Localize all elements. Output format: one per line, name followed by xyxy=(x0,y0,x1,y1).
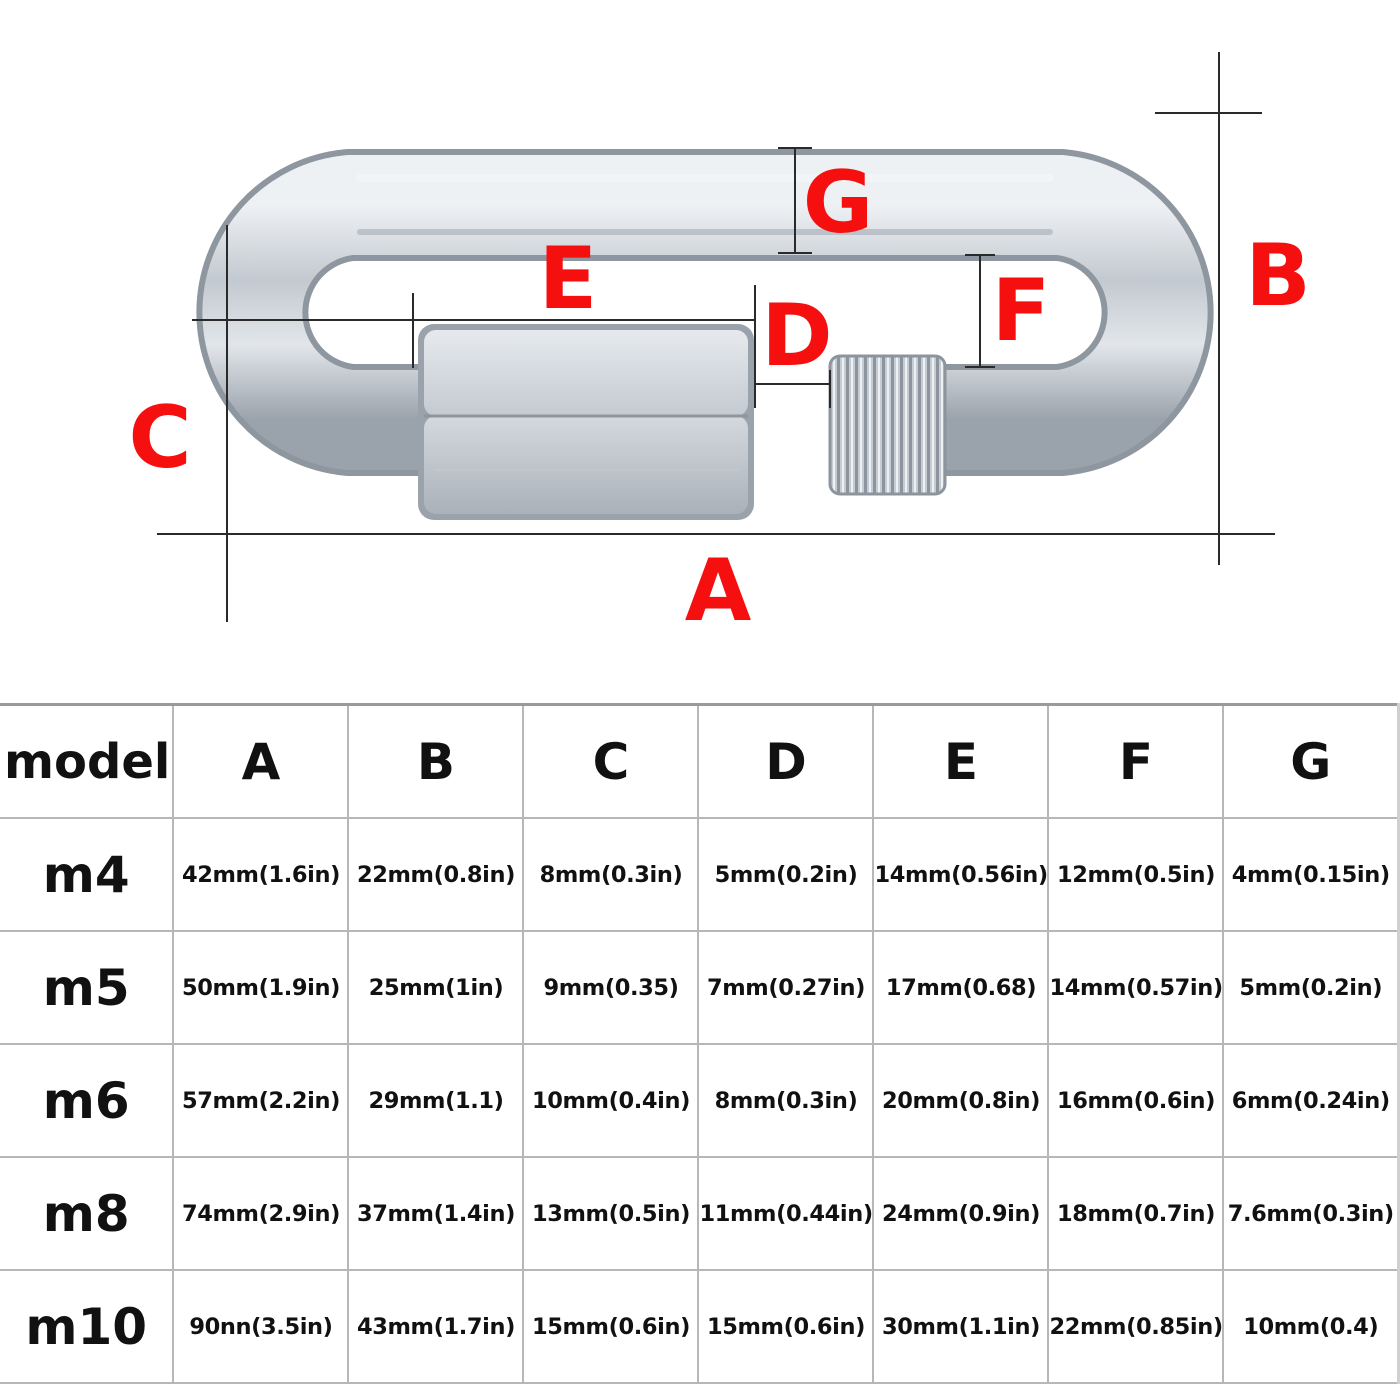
cell-b: 29mm(1.1) xyxy=(347,1043,525,1158)
cell-g: 5mm(0.2in) xyxy=(1222,930,1400,1045)
link-body xyxy=(196,149,1214,476)
model-cell: m6 xyxy=(0,1043,175,1158)
header-b: B xyxy=(347,703,525,819)
cell-e: 14mm(0.56in) xyxy=(872,817,1050,932)
cell-c: 15mm(0.6in) xyxy=(522,1269,700,1384)
dim-label-g: G xyxy=(803,153,874,253)
dim-label-d: D xyxy=(761,286,832,386)
dimension-lines xyxy=(157,52,1275,622)
cell-c: 10mm(0.4in) xyxy=(522,1043,700,1158)
model-cell: m10 xyxy=(0,1269,175,1384)
header-d: D xyxy=(697,703,875,819)
table-header-row: model A B C D E F G xyxy=(0,703,1400,819)
threaded-screw-end xyxy=(828,354,947,496)
header-e: E xyxy=(872,703,1050,819)
cell-b: 22mm(0.8in) xyxy=(347,817,525,932)
cell-a: 42mm(1.6in) xyxy=(172,817,350,932)
cell-f: 14mm(0.57in) xyxy=(1047,930,1225,1045)
dim-label-e: E xyxy=(539,229,598,329)
cell-g: 7.6mm(0.3in) xyxy=(1222,1156,1400,1271)
header-c: C xyxy=(522,703,700,819)
header-a: A xyxy=(172,703,350,819)
cell-d: 5mm(0.2in) xyxy=(697,817,875,932)
cell-f: 16mm(0.6in) xyxy=(1047,1043,1225,1158)
cell-a: 74mm(2.9in) xyxy=(172,1156,350,1271)
cell-g: 4mm(0.15in) xyxy=(1222,817,1400,932)
dim-label-f: F xyxy=(992,261,1051,361)
dim-label-c: C xyxy=(128,388,191,488)
model-cell: m8 xyxy=(0,1156,175,1271)
cell-g: 6mm(0.24in) xyxy=(1222,1043,1400,1158)
model-cell: m5 xyxy=(0,930,175,1045)
cell-d: 7mm(0.27in) xyxy=(697,930,875,1045)
quick-link-diagram: G E D F B C A xyxy=(128,52,1311,641)
hex-nut-sleeve xyxy=(418,324,754,520)
cell-a: 50mm(1.9in) xyxy=(172,930,350,1045)
cell-f: 12mm(0.5in) xyxy=(1047,817,1225,932)
cell-d: 11mm(0.44in) xyxy=(697,1156,875,1271)
cell-c: 9mm(0.35) xyxy=(522,930,700,1045)
dim-label-b: B xyxy=(1245,226,1311,326)
header-f: F xyxy=(1047,703,1225,819)
cell-e: 30mm(1.1in) xyxy=(872,1269,1050,1384)
cell-b: 25mm(1in) xyxy=(347,930,525,1045)
cell-a: 57mm(2.2in) xyxy=(172,1043,350,1158)
header-model: model xyxy=(0,703,175,819)
cell-d: 8mm(0.3in) xyxy=(697,1043,875,1158)
cell-b: 43mm(1.7in) xyxy=(347,1269,525,1384)
model-cell: m4 xyxy=(0,817,175,932)
cell-d: 15mm(0.6in) xyxy=(697,1269,875,1384)
cell-g: 10mm(0.4) xyxy=(1222,1269,1400,1384)
cell-f: 18mm(0.7in) xyxy=(1047,1156,1225,1271)
dim-label-a: A xyxy=(685,541,752,641)
cell-e: 24mm(0.9in) xyxy=(872,1156,1050,1271)
cell-c: 13mm(0.5in) xyxy=(522,1156,700,1271)
cell-a: 90nn(3.5in) xyxy=(172,1269,350,1384)
header-g: G xyxy=(1222,703,1400,819)
cell-e: 17mm(0.68) xyxy=(872,930,1050,1045)
cell-b: 37mm(1.4in) xyxy=(347,1156,525,1271)
cell-e: 20mm(0.8in) xyxy=(872,1043,1050,1158)
cell-c: 8mm(0.3in) xyxy=(522,817,700,932)
cell-f: 22mm(0.85in) xyxy=(1047,1269,1225,1384)
